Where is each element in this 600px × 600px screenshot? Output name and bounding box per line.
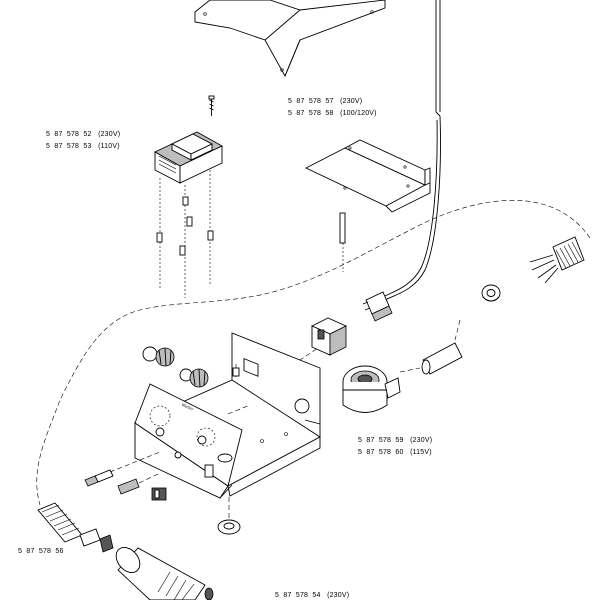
part-label-iron-230v: 5 87 578 54 (230V) [275,592,349,599]
long-rod [435,0,441,117]
front-jack [84,451,161,487]
spacer-rod [339,212,346,272]
cable-grommet [481,284,501,302]
foot-grommet [217,497,241,535]
part-label-holder-230v: 5 87 578 59 (230V) [358,437,432,444]
part-number: 5 87 578 59 [358,437,404,444]
main-chassis [134,332,321,499]
part-label-transformer-230v: 5 87 578 52 (230V) [46,131,120,138]
rocker-switch [151,487,167,501]
part-number: 5 87 578 52 [46,131,92,138]
part-number: 5 87 578 54 [275,592,321,599]
part-label-holder-115v: 5 87 578 60 (115V) [358,449,432,456]
chassis-fastener [227,362,251,415]
plug-connector [362,291,393,322]
part-variant: (230V) [327,592,350,599]
part-variant: (110V) [98,143,120,150]
cable-route [36,200,591,506]
part-number: 5 87 578 60 [358,449,404,456]
part-variant: (230V) [340,98,363,105]
transformer-leads [159,170,211,298]
holder-base [342,365,401,413]
part-number: 5 87 578 58 [288,110,334,117]
part-label-plate-230v: 5 87 578 57 (230V) [288,98,362,105]
part-number: 5 87 578 57 [288,98,334,105]
strain-relief-spring [529,236,585,284]
guide-line [399,367,421,373]
part-variant: (115V) [410,449,432,456]
relay-block [310,317,348,356]
control-knob [142,346,175,367]
fuse-holder [421,342,463,375]
part-number: 5 87 578 53 [46,143,92,150]
mounting-screw [208,95,215,116]
control-knob [179,368,209,388]
part-variant: (100/120V) [340,110,377,117]
part-variant: (230V) [410,437,433,444]
transformer [154,131,223,184]
guide-line [299,339,331,361]
part-label-spring: 5 87 578 56 [18,548,64,555]
temperature-dial [149,405,216,447]
part-label-plate-100-120v: 5 87 578 58 (100/120V) [288,110,377,117]
top-cover-bracket [194,0,386,78]
soldering-iron [115,547,214,600]
mounting-plate [304,139,431,213]
power-cord [382,115,441,301]
tool-spring [37,502,114,553]
part-label-transformer-110v: 5 87 578 53 (110V) [46,143,120,150]
standoffs [156,196,214,256]
part-number: 5 87 578 56 [18,548,64,555]
guide-line [454,319,461,341]
part-variant: (230V) [98,131,121,138]
front-screw [117,472,161,495]
